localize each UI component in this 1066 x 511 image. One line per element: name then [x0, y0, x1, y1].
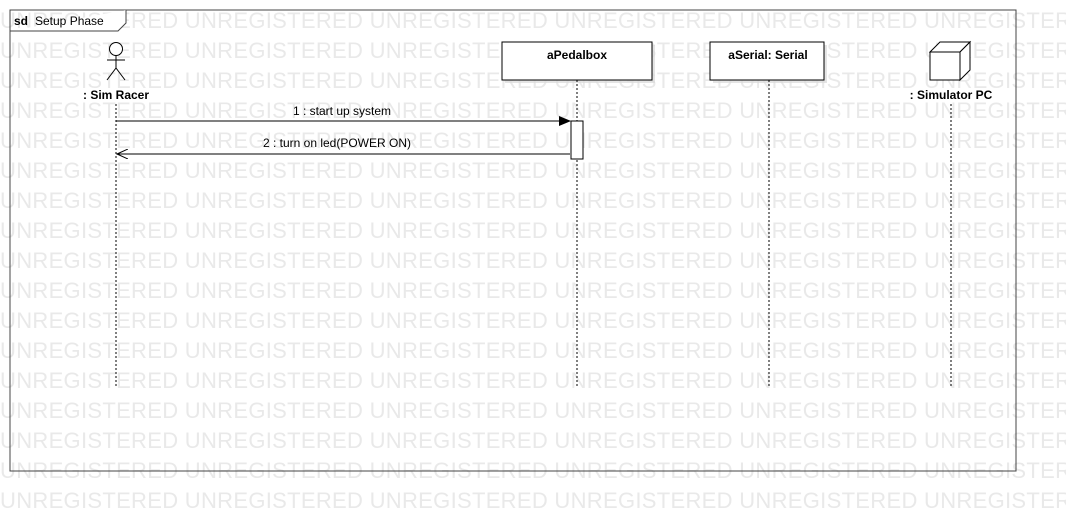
message-start-up-system[interactable]: 1 : start up system — [116, 104, 571, 126]
activation-bar — [570, 120, 584, 160]
lifeline-pedalbox[interactable]: aPedalbox — [501, 41, 655, 387]
frame-border — [9, 9, 1017, 472]
lifeline-label: : Simulator PC — [910, 88, 993, 102]
frame-name: Setup Phase — [35, 14, 104, 28]
frame-keyword: sd — [14, 14, 28, 28]
message-label: 1 : start up system — [293, 104, 391, 118]
message-turn-on-led[interactable]: 2 : turn on led(POWER ON) — [117, 136, 570, 154]
lifeline-label: : Sim Racer — [83, 88, 149, 102]
frame-tab — [10, 10, 127, 32]
frame: sd Setup Phase — [9, 9, 1017, 472]
actor-icon — [106, 42, 126, 81]
node-icon — [928, 40, 972, 82]
message-label: 2 : turn on led(POWER ON) — [263, 136, 411, 150]
lifeline-label: aPedalbox — [547, 48, 607, 62]
object-box — [709, 41, 825, 81]
lifeline-serial[interactable]: aSerial: Serial — [709, 41, 827, 387]
lifeline-simulator-pc[interactable]: : Simulator PC — [910, 40, 993, 387]
lifeline-label: aSerial: Serial — [728, 48, 807, 62]
lifeline-sim-racer[interactable]: : Sim Racer — [83, 42, 149, 388]
